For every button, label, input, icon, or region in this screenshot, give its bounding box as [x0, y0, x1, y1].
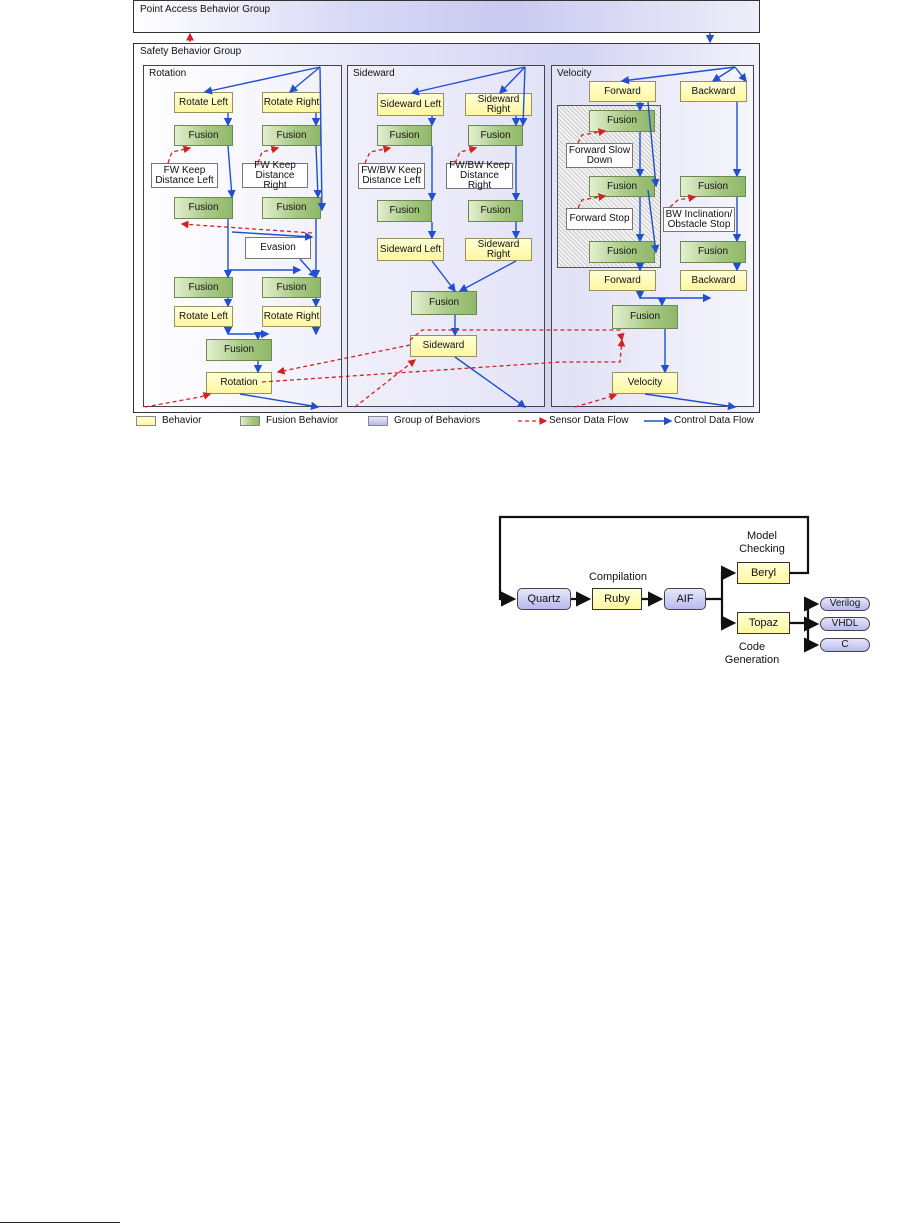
point-access-group-title: Point Access Behavior Group	[140, 4, 271, 15]
velocity-fusion-1: Fusion	[589, 110, 655, 132]
fwbw-keep-distance-right: FW/BW Keep Distance Right	[446, 161, 513, 191]
rotation-fusion-7: Fusion	[206, 339, 272, 361]
control-flow-r1	[203, 66, 321, 95]
legend-control-label: Control Data Flow	[674, 415, 755, 426]
sideward-fusion-3: Fusion	[377, 200, 432, 222]
sideward-left-behavior: Sideward Left	[377, 93, 444, 116]
fw-keep-distance-left: FW Keep Distance Left	[151, 163, 218, 188]
sideward-fusion-4: Fusion	[468, 200, 523, 222]
legend-behavior-label: Behavior	[162, 415, 202, 426]
sideward-panel-title: Sideward	[353, 68, 395, 79]
ruby-node: Ruby	[592, 588, 642, 610]
velocity-fusion-4: Fusion	[589, 241, 655, 263]
rotation-fusion-1: Fusion	[174, 125, 233, 146]
rotation-fusion-4: Fusion	[262, 197, 321, 219]
rotation-behavior: Rotation	[206, 372, 272, 394]
footnote-rule	[0, 1222, 120, 1223]
control-flow-r2	[288, 66, 321, 93]
rotate-left-behavior: Rotate Left	[174, 92, 233, 113]
sideward-behavior: Sideward	[410, 335, 477, 357]
legend-group-swatch	[368, 416, 388, 426]
velocity-fusion-6: Fusion	[612, 305, 678, 329]
compilation-label: Compilation	[588, 571, 648, 583]
bw-inclination-obstacle-stop: BW Inclination/ Obstacle Stop	[663, 207, 735, 232]
sideward-fusion-5: Fusion	[411, 291, 477, 315]
legend-fusion-label: Fusion Behavior	[266, 415, 339, 426]
sideward-right-behavior-2: Sideward Right	[465, 238, 532, 261]
safety-group-title: Safety Behavior Group	[140, 46, 242, 57]
rotation-fusion-3: Fusion	[174, 197, 233, 219]
legend-behavior-swatch	[136, 416, 156, 426]
model-checking-label: Model Checking	[739, 530, 785, 555]
quartz-node: Quartz	[517, 588, 571, 610]
rotate-left-behavior-2: Rotate Left	[174, 306, 233, 327]
legend-sensor-label: Sensor Data Flow	[549, 415, 629, 426]
rotation-fusion-6: Fusion	[262, 277, 321, 298]
evasion-behavior: Evasion	[245, 237, 311, 259]
sideward-right-behavior: Sideward Right	[465, 93, 532, 116]
sideward-left-behavior-2: Sideward Left	[377, 238, 444, 261]
forward-behavior-2: Forward	[589, 270, 656, 291]
velocity-fusion-3: Fusion	[680, 176, 746, 197]
velocity-fusion-2: Fusion	[589, 176, 655, 197]
rotate-right-behavior-2: Rotate Right	[262, 306, 321, 327]
velocity-behavior: Velocity	[612, 372, 678, 394]
rotation-panel-title: Rotation	[149, 68, 187, 79]
velocity-panel-title: Velocity	[557, 68, 592, 79]
rotation-fusion-5: Fusion	[174, 277, 233, 298]
backward-behavior-2: Backward	[680, 270, 747, 291]
sideward-fusion-2: Fusion	[468, 125, 523, 146]
verilog-node: Verilog	[820, 597, 870, 611]
sideward-fusion-1: Fusion	[377, 125, 432, 146]
vhdl-node: VHDL	[820, 617, 870, 631]
fwbw-keep-distance-left: FW/BW Keep Distance Left	[358, 163, 425, 189]
aif-node: AIF	[664, 588, 706, 610]
legend-fusion-swatch	[240, 416, 260, 426]
forward-stop: Forward Stop	[566, 208, 633, 230]
fw-keep-distance-right: FW Keep Distance Right	[242, 160, 308, 190]
point-access-behavior-group: Point Access Behavior Group	[133, 0, 760, 33]
beryl-node: Beryl	[737, 562, 790, 584]
control-flow-r3	[317, 66, 327, 212]
code-generation-label: Code Generation	[724, 641, 780, 666]
legend-group-label: Group of Behaviors	[394, 415, 481, 426]
topaz-node: Topaz	[737, 612, 790, 634]
c-node: C	[820, 638, 870, 652]
velocity-fusion-5: Fusion	[680, 241, 746, 263]
forward-slow-down: Forward Slow Down	[566, 143, 633, 168]
